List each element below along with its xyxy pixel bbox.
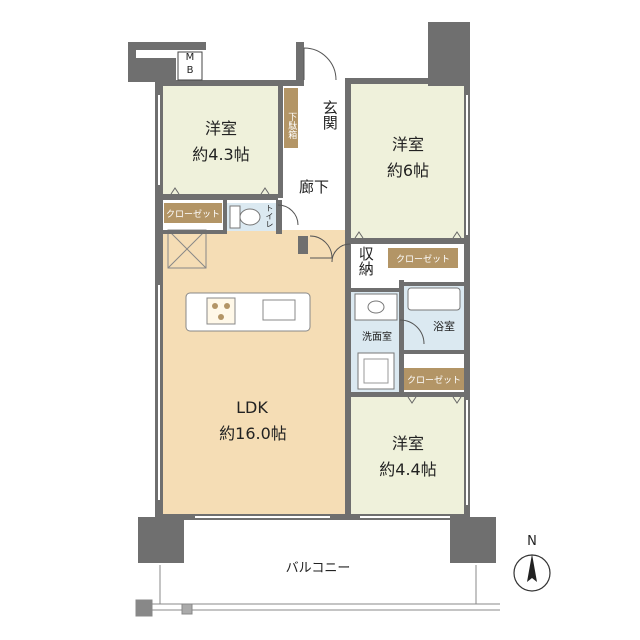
- doors: [277, 47, 425, 345]
- compass-label: N: [527, 534, 537, 549]
- storage-label: 収納: [356, 246, 375, 276]
- toilet-icon: [229, 205, 261, 229]
- shoe-box: [284, 88, 298, 148]
- closet-triangles: [170, 187, 462, 404]
- mb-label: M B: [185, 52, 195, 76]
- hallway-label: 廊下: [298, 178, 329, 196]
- washroom-label: 洗面室: [362, 332, 392, 343]
- closet-tag-western1: クローゼット: [164, 203, 222, 223]
- bathroom-label: 浴室: [433, 320, 455, 333]
- room-western3-name: 洋室: [391, 434, 424, 453]
- room-western3-size: 約4.4帖: [379, 460, 437, 479]
- room-ldk-floor: [160, 230, 345, 516]
- room-western2-size: 約6帖: [386, 161, 430, 180]
- sink-icon: [262, 299, 296, 321]
- closet-tag-western2: クローゼット: [388, 248, 458, 268]
- hallway-floor: [282, 160, 344, 230]
- storage-floor: [350, 244, 380, 288]
- mb-box: [177, 51, 203, 81]
- room-western1-floor: [163, 86, 278, 194]
- room-western1-name: 洋室: [204, 119, 237, 138]
- balcony-label: バルコニー: [285, 561, 351, 576]
- room-western2-name: 洋室: [391, 135, 424, 154]
- room-western1-size: 約4.3帖: [192, 145, 250, 164]
- room-western2-floor: [350, 84, 465, 242]
- washbasin-icon: [354, 293, 398, 321]
- room-western3-floor: [350, 394, 465, 514]
- shoe-box-label: 下駄箱: [286, 112, 297, 139]
- compass-icon: [513, 554, 551, 592]
- closet-tag-western3: クローゼット: [404, 368, 464, 390]
- bathtub-icon: [407, 287, 461, 311]
- balcony-railing: [135, 565, 500, 617]
- room-ldk-name: LDK: [236, 398, 268, 417]
- windows: [158, 95, 468, 518]
- toilet-label: トイレ: [265, 204, 274, 228]
- entrance-label: 玄関: [320, 100, 339, 130]
- room-ldk-size: 約16.0帖: [219, 424, 287, 443]
- entrance-floor: [318, 86, 348, 148]
- washing-machine-pan: [357, 352, 395, 390]
- stove-icon: [206, 297, 236, 325]
